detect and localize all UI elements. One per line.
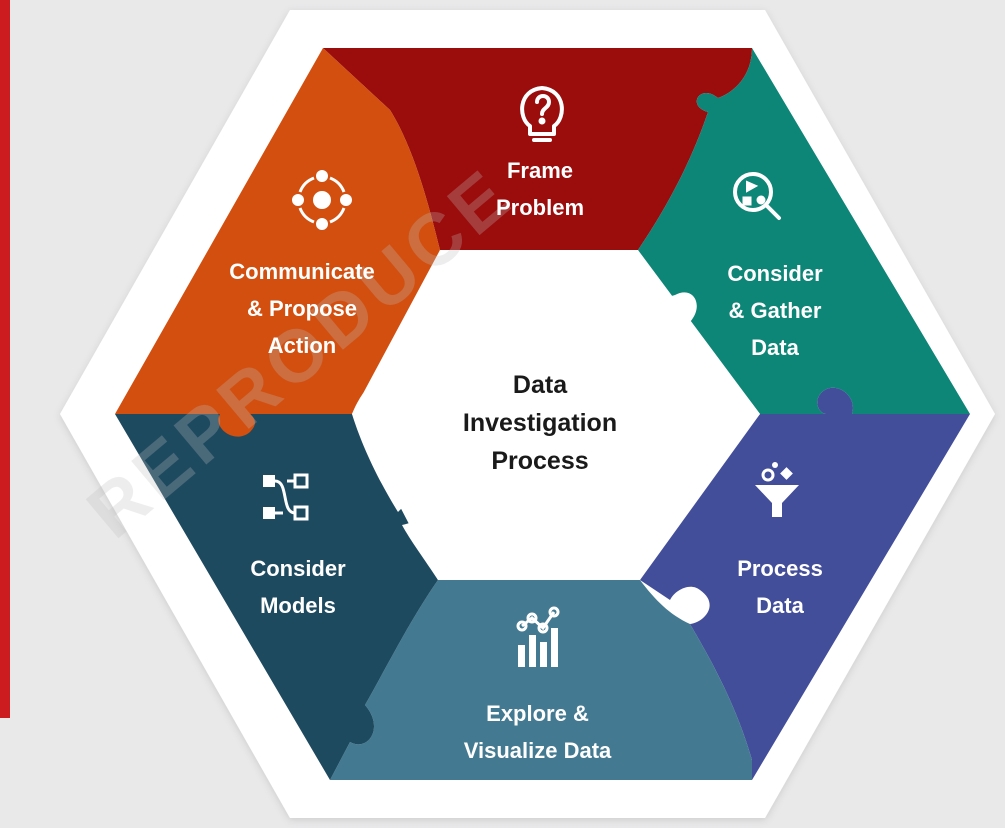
lightbulb-question-icon: [520, 86, 564, 142]
segment-consider-models[interactable]: [115, 414, 438, 780]
target-dots-icon: [292, 170, 352, 230]
label-consider-models: Consider Models: [250, 556, 346, 618]
segment-process-data[interactable]: [640, 387, 970, 780]
center-title: Data Investigation Process: [462, 371, 618, 475]
search-shapes-icon: [733, 172, 781, 220]
label-communicate: Communicate & Propose Action: [229, 259, 375, 358]
model-flow-icon: [263, 473, 309, 521]
segment-consider-gather[interactable]: [638, 48, 970, 414]
inner-hexagon: [352, 250, 760, 580]
label-explore-visualize: Explore & Visualize Data: [463, 701, 612, 763]
label-frame-problem: Frame Problem: [495, 158, 585, 220]
label-consider-gather: Consider & Gather Data: [727, 261, 823, 360]
bar-chart-trend-icon: [516, 606, 560, 667]
left-accent-bar: [0, 0, 10, 718]
segment-frame-problem[interactable]: [323, 48, 752, 274]
label-process-data: Process Data: [737, 556, 823, 618]
segment-communicate[interactable]: [115, 48, 440, 437]
